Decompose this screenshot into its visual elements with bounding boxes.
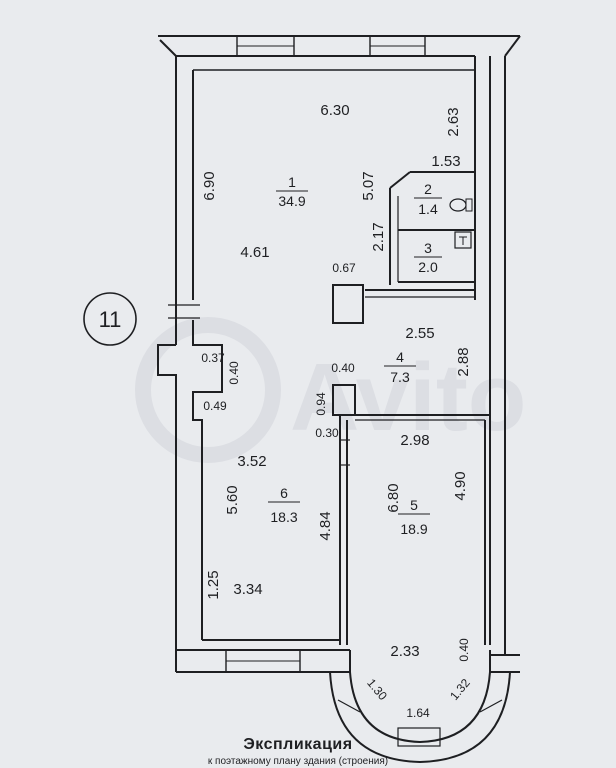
dim-2-55: 2.55: [405, 325, 434, 342]
dim-2-63: 2.63: [445, 107, 462, 136]
room-1-number: 1: [288, 174, 296, 190]
dim-0-94: 0.94: [314, 392, 328, 416]
room-4-area: 7.3: [390, 369, 410, 385]
dim-0-40-c: 0.40: [457, 638, 471, 662]
dim-0-40-b: 0.40: [331, 361, 355, 375]
dim-2-98: 2.98: [400, 432, 429, 449]
room-2-number: 2: [424, 181, 432, 197]
dim-0-37: 0.37: [201, 351, 225, 365]
room-5-area: 18.9: [400, 521, 427, 537]
dim-0-67: 0.67: [332, 261, 356, 275]
dim-3-52: 3.52: [237, 453, 266, 470]
dim-1-53: 1.53: [431, 153, 460, 170]
dim-2-33: 2.33: [390, 643, 419, 660]
walls: [157, 35, 521, 764]
dim-2-17: 2.17: [370, 222, 387, 251]
section-number: 11: [99, 307, 122, 332]
room-2-area: 1.4: [418, 201, 438, 217]
explication-footer: Экспликация к поэтажному плану здания (с…: [208, 736, 388, 767]
room-3-area: 2.0: [418, 259, 438, 275]
dim-4-90: 4.90: [452, 471, 469, 500]
room-5-number: 5: [410, 497, 418, 513]
room-1-area: 34.9: [278, 193, 305, 209]
dim-5-07: 5.07: [360, 171, 377, 200]
dim-0-40-a: 0.40: [227, 361, 241, 385]
dim-4-61: 4.61: [240, 244, 269, 261]
dim-6-80: 6.80: [385, 483, 402, 512]
watermark: Avito: [135, 317, 526, 463]
room-4-number: 4: [396, 349, 404, 365]
dim-6-90: 6.90: [201, 171, 218, 200]
room-3-number: 3: [424, 240, 432, 256]
explication-heading: Экспликация: [243, 736, 352, 753]
dim-1-32: 1.32: [447, 676, 473, 703]
dim-5-60: 5.60: [224, 485, 241, 514]
dim-1-64: 1.64: [406, 706, 430, 720]
section-marker: 11: [83, 292, 137, 346]
dim-3-34: 3.34: [233, 581, 262, 598]
dim-1-25: 1.25: [205, 570, 222, 599]
dim-4-84: 4.84: [317, 511, 334, 540]
explication-subheading: к поэтажному плану здания (строения): [208, 756, 388, 767]
dim-6-30: 6.30: [320, 102, 349, 119]
room-6-number: 6: [280, 485, 288, 501]
dim-1-30: 1.30: [364, 676, 390, 703]
dim-0-30: 0.30: [315, 426, 339, 440]
dim-2-88: 2.88: [455, 347, 472, 376]
room-6-area: 18.3: [270, 509, 297, 525]
room-labels: 1 34.9 2 1.4 3 2.0 4 7.3 5 18.9 6 18.3: [268, 174, 442, 537]
svg-text:Avito: Avito: [290, 344, 526, 451]
dimension-labels: 6.30 2.63 6.90 5.07 1.53 4.61 2.17 0.67 …: [201, 102, 473, 720]
dim-0-49: 0.49: [203, 399, 227, 413]
